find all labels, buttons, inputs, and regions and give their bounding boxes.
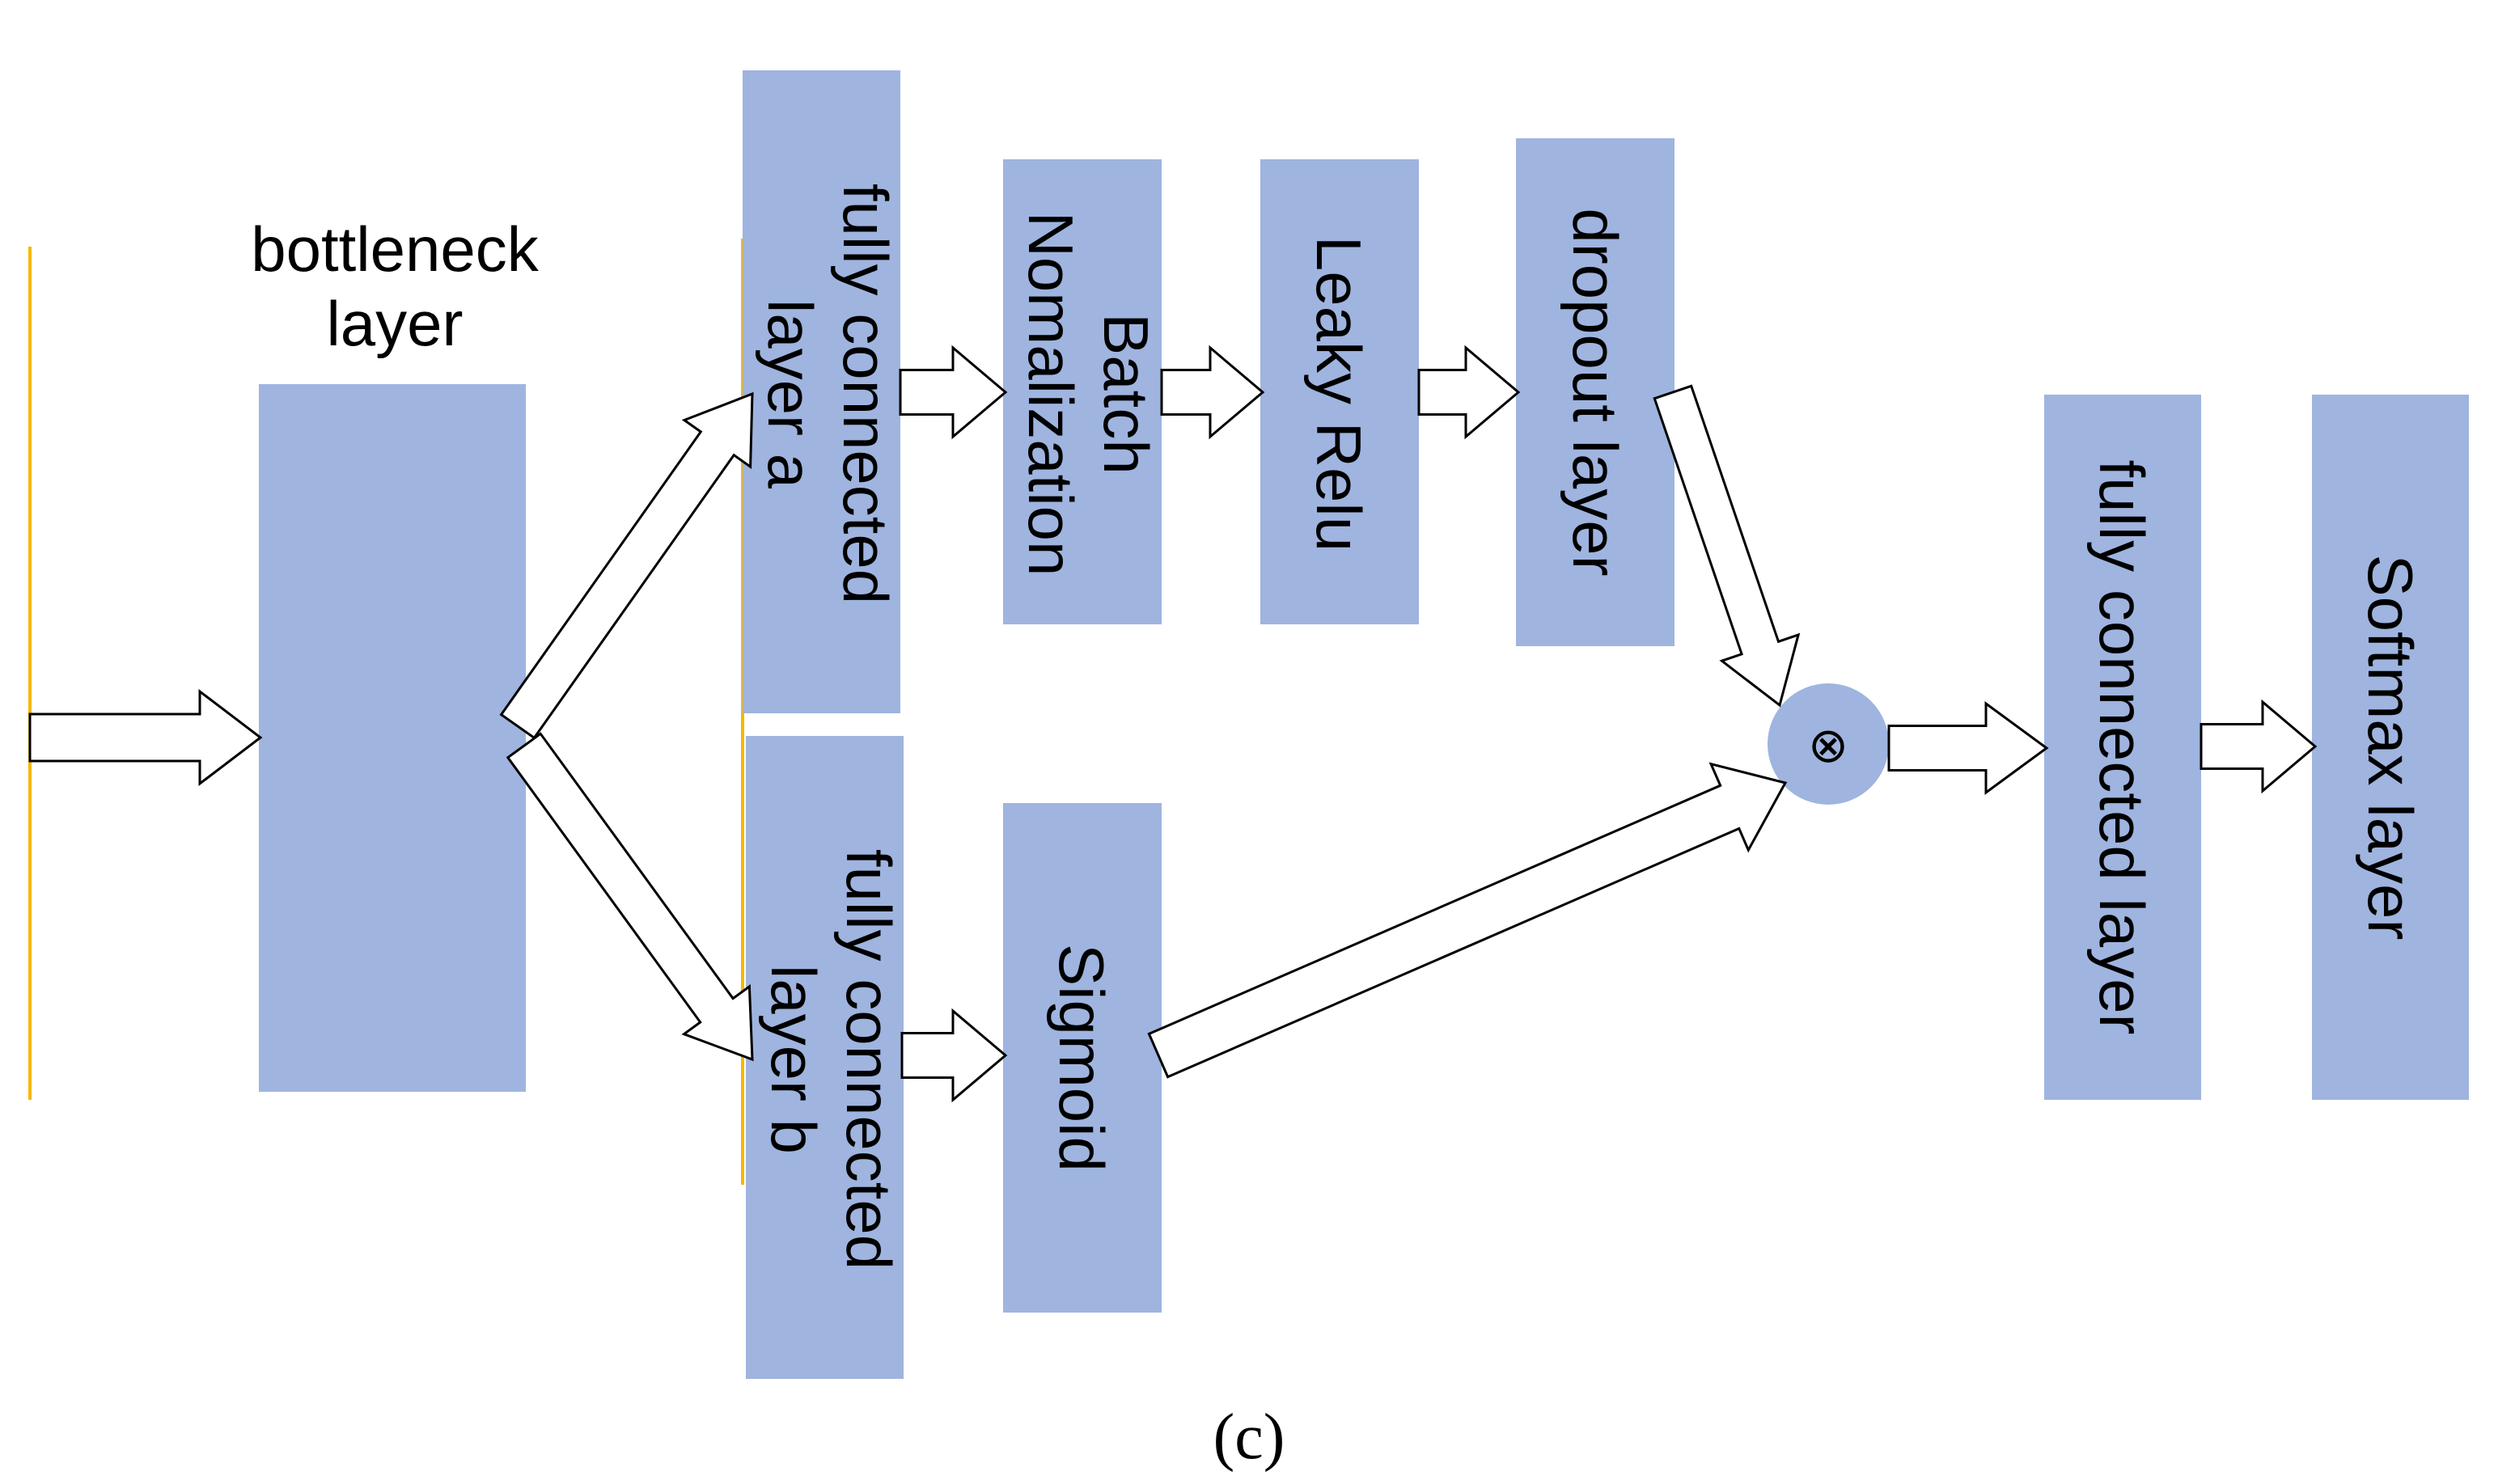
arrows (28, 345, 2318, 1103)
bottleneck-box (259, 384, 526, 1092)
arrow-multiply-to-fc (1887, 701, 2049, 795)
leaky-relu-box (1260, 159, 1419, 624)
fc-label: fully connected layer (2086, 459, 2157, 1034)
fc-b-box (746, 736, 904, 1379)
multiply-symbol: ⊗ (1808, 717, 1848, 774)
arrow-fc-a-to-batch-norm (899, 345, 1008, 440)
arrow-leaky-relu-to-dropout (1417, 345, 1521, 440)
fc-b-label-line2: layer b (758, 965, 829, 1154)
figure-caption: (c) (1213, 1402, 1285, 1473)
arrow-dropout-to-multiply (1653, 384, 1801, 708)
leaky-relu-label: Leaky Relu (1303, 236, 1374, 552)
sigmoid-label: Sigmoid (1046, 944, 1117, 1172)
fc-b-label-line1: fully connected (833, 849, 904, 1270)
softmax-label: Softmax layer (2355, 555, 2426, 941)
arrow-fc-b-to-sigmoid (900, 1008, 1008, 1103)
arrow-input-to-bottleneck (28, 688, 263, 787)
fc-a-label-line2: layer a (755, 299, 826, 489)
softmax-box (2312, 395, 2469, 1100)
batch-norm-label-line2: Nomalization (1015, 212, 1086, 577)
arrow-batch-norm-to-leaky-relu (1160, 345, 1265, 440)
multiply-node (1768, 683, 1889, 805)
sigmoid-box (1003, 803, 1162, 1313)
batch-norm-label-line1: Batch (1090, 313, 1162, 474)
bottleneck-label-line1: bottleneck (251, 214, 540, 285)
batch-norm-box (1003, 159, 1162, 624)
dropout-label: dropout layer (1560, 208, 1631, 576)
arrow-fc-to-softmax (2200, 699, 2318, 794)
arrow-bottleneck-to-fc-a (499, 391, 754, 740)
arrow-bottleneck-to-fc-b (506, 732, 754, 1062)
dropout-box (1516, 138, 1675, 646)
arrow-sigmoid-to-multiply (1147, 762, 1788, 1079)
fc-a-box (743, 70, 900, 713)
bottleneck-label-line2: layer (326, 288, 463, 359)
fc-box (2044, 395, 2201, 1100)
fc-a-label-line1: fully connected (830, 184, 901, 604)
